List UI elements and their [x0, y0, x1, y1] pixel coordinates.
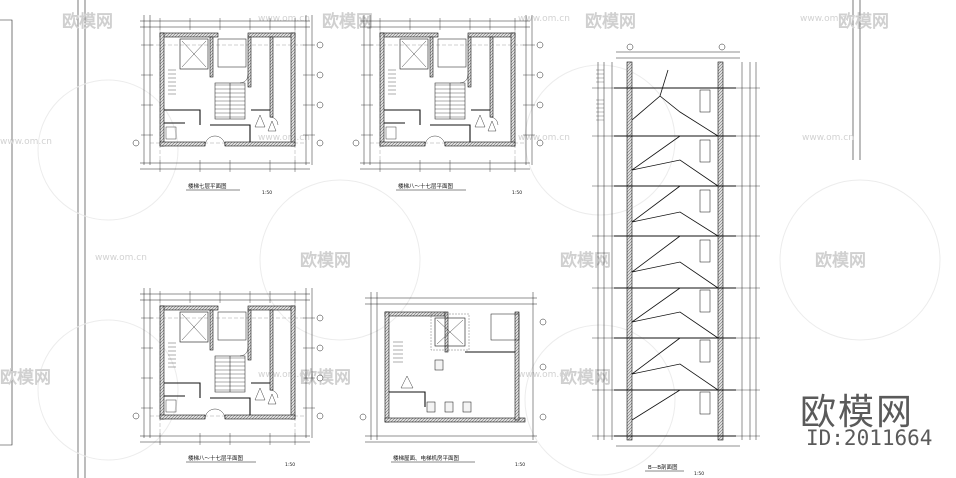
- watermark-brand: 欧模网: [0, 367, 51, 388]
- plan-caption: 楼梯八～十七层平面图: [188, 454, 244, 462]
- floor-plan-roof: 楼梯屋面、电梯机房平面图 1:50: [359, 292, 547, 468]
- watermark-url: www.om.cn: [800, 14, 852, 24]
- watermark-brand: 欧模网: [300, 367, 351, 388]
- plan-caption: 楼梯屋面、电梯机房平面图: [393, 454, 460, 462]
- watermark-url: www.om.cn: [518, 14, 570, 24]
- plan-scale: 1:50: [515, 462, 525, 468]
- watermark-url: www.om.cn: [258, 133, 310, 143]
- floor-plan-bottom-left: 楼梯八～十七层平面图 1:50: [132, 287, 324, 468]
- watermark-url: www.om.cn: [518, 370, 570, 380]
- watermark-brand: 欧模网: [62, 11, 113, 32]
- watermark-brand: 欧模网: [815, 250, 866, 271]
- watermark-url: www.om.cn: [0, 137, 52, 147]
- plan-scale: 1:50: [285, 462, 295, 468]
- watermark-brand: 欧模网: [838, 11, 889, 32]
- watermark-brand: 欧模网: [322, 11, 373, 32]
- watermark-layer: 欧模网 欧模网 欧模网 欧模网 www.om.cn www.om.cn www.…: [0, 11, 889, 388]
- watermark-brand: 欧模网: [560, 250, 611, 271]
- floor-plan-top-left: 楼梯七层平面图 1:50: [132, 14, 324, 196]
- plan-caption: 楼梯八～十七层平面图: [398, 182, 454, 190]
- watermark-brand: 欧模网: [585, 11, 636, 32]
- plan-scale: 1:50: [512, 190, 522, 196]
- watermark-url: www.om.cn: [258, 370, 310, 380]
- watermark-url: www.om.cn: [95, 253, 147, 263]
- plan-caption: 楼梯七层平面图: [188, 182, 227, 190]
- model-id-label: ID:2011664: [806, 426, 933, 450]
- section-scale: 1:50: [694, 471, 704, 477]
- section-caption: B—B剖面图: [648, 463, 678, 471]
- plan-scale: 1:50: [262, 190, 272, 196]
- watermark-url: www.om.cn: [518, 133, 570, 143]
- watermark-url: www.om.cn: [258, 14, 310, 24]
- stair-section-bb: B—B剖面图 1:50: [592, 43, 760, 477]
- watermark-url: www.om.cn: [802, 133, 854, 143]
- brand-logo-text: 欧模网: [800, 392, 915, 433]
- floor-plan-top-right: 楼梯八～十七层平面图 1:50: [352, 14, 544, 196]
- watermark-brand: 欧模网: [300, 250, 351, 271]
